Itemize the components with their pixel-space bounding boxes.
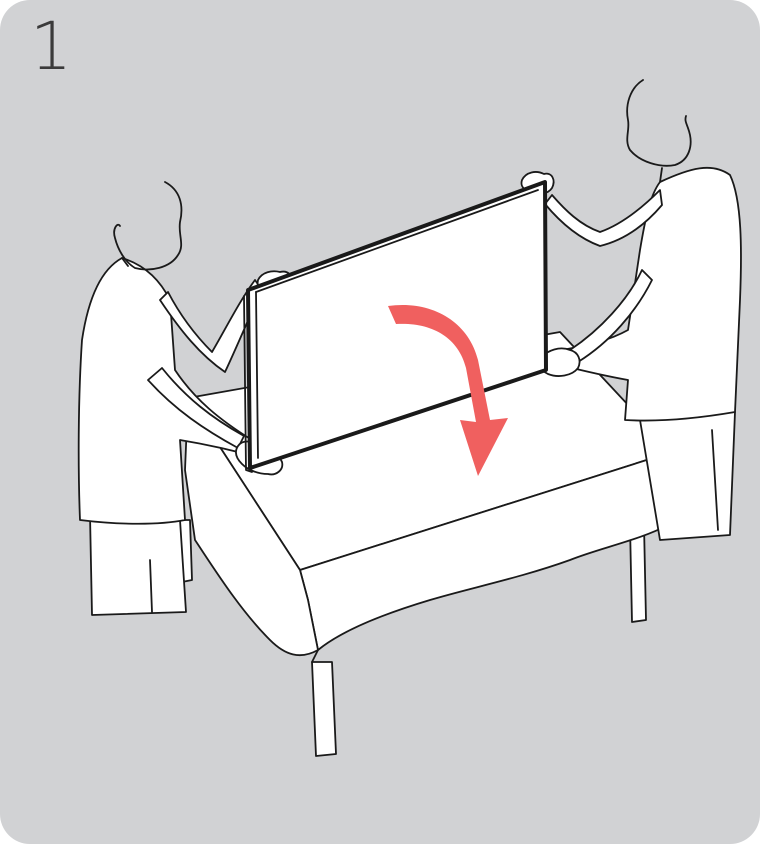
- table-leg-front: [311, 661, 337, 757]
- person-right-torso: [559, 167, 742, 422]
- table-cloth-front: [299, 451, 673, 651]
- rotate-arrow-shape: [388, 304, 508, 476]
- person-left-legs: [89, 514, 187, 616]
- person-left-arm-front: [147, 367, 245, 449]
- person-right: [520, 79, 742, 541]
- table-cloth-left: [184, 397, 319, 657]
- tv-panel: [243, 180, 548, 473]
- person-left-head: [113, 181, 183, 271]
- tv-panel-frame: [246, 180, 548, 470]
- step-number: 1: [30, 8, 72, 85]
- rotate-down-arrow-icon: [388, 304, 508, 476]
- person-right-head: [626, 79, 692, 167]
